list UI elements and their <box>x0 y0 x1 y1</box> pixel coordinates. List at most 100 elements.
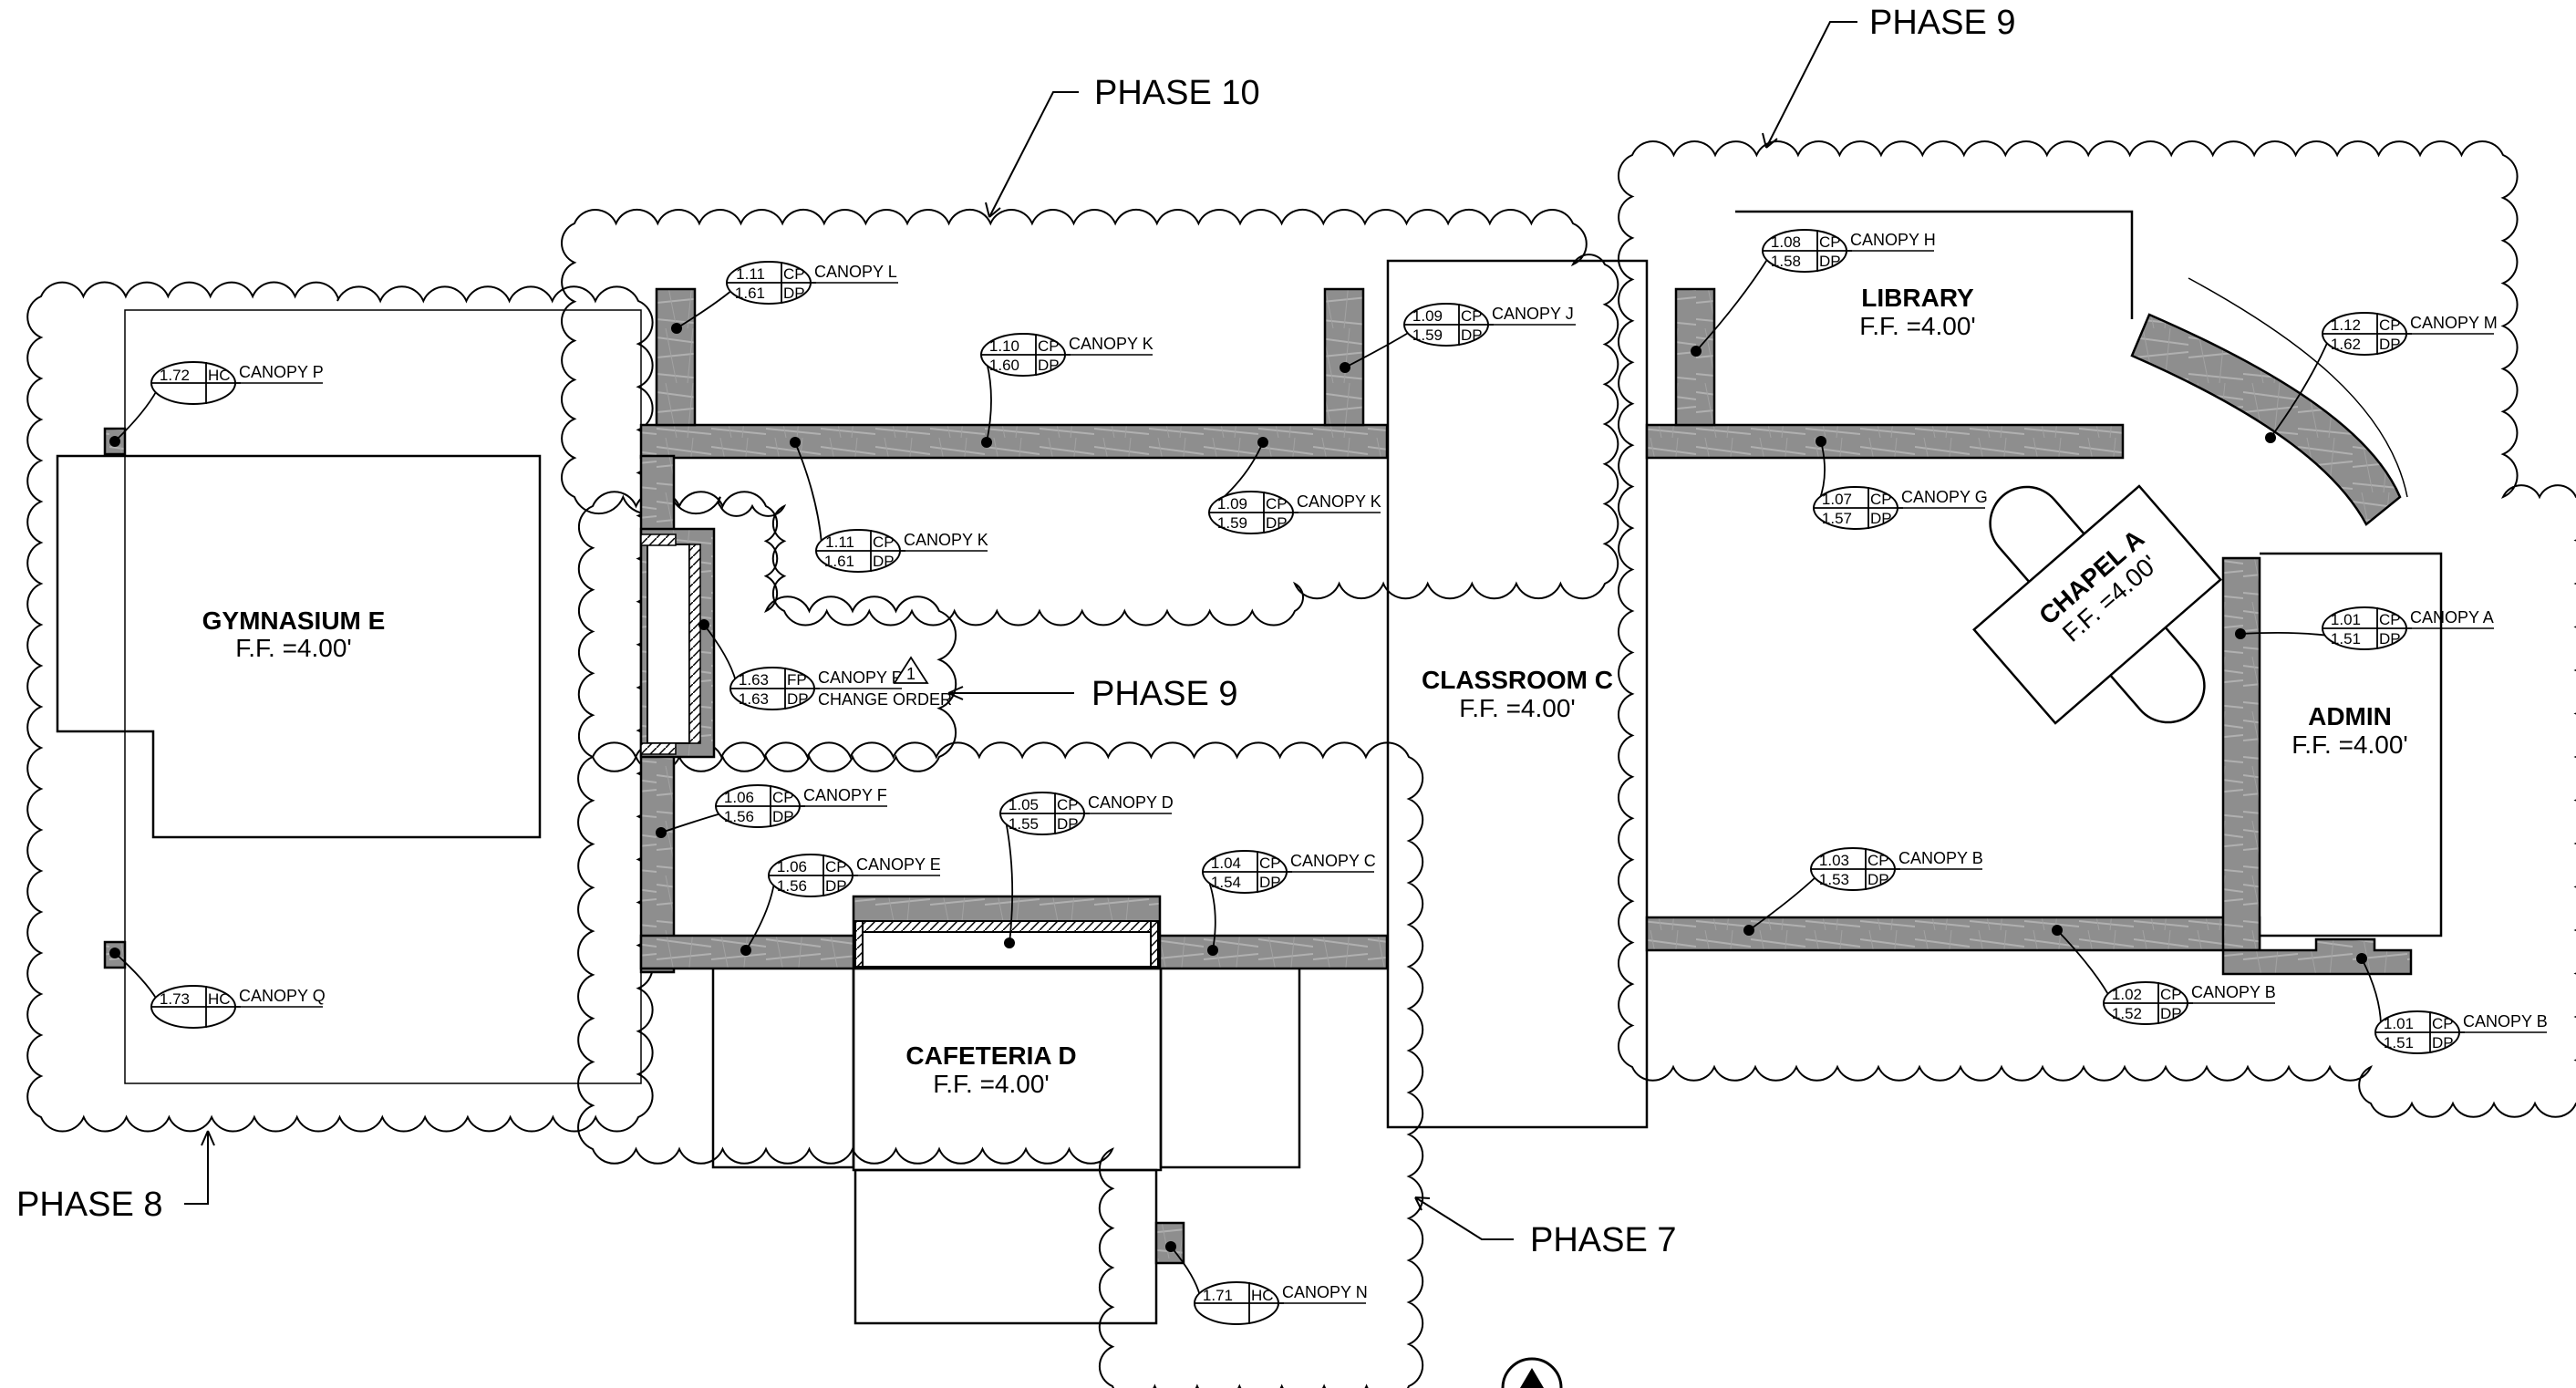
tag-canopy-name: CANOPY P <box>239 363 324 381</box>
tag-canopy-name: CANOPY L <box>814 263 897 281</box>
tag-canopy-name: CANOPY K <box>1069 335 1154 353</box>
tag-leader-dot <box>2235 628 2246 639</box>
tag-bottom-value: 1.56 <box>724 808 754 825</box>
tag-note: CHANGE ORDER <box>818 690 952 709</box>
tag-leader <box>794 441 822 544</box>
tag-top-code: CP <box>1057 796 1079 813</box>
tag-top-code: CP <box>1870 491 1892 508</box>
revision-triangle <box>893 656 929 684</box>
tag-bottom-code: DP <box>1867 871 1889 888</box>
phase-cloud-2 <box>1617 140 2576 1118</box>
phase-8-label: PHASE 8 <box>16 1186 163 1224</box>
tag-canopy-name: CANOPY B <box>1898 849 1983 867</box>
tag-canopy-name: CANOPY F <box>803 786 887 804</box>
cafeteria-ff: F.F. =4.00' <box>933 1070 1050 1098</box>
tag-bottom-value: 1.61 <box>824 553 854 570</box>
phase-7-leader <box>1414 1196 1514 1240</box>
tag-bottom-value: 1.59 <box>1217 514 1247 532</box>
phase-cloud-1 <box>560 208 1619 627</box>
tag-bottom-code: DP <box>1819 253 1841 270</box>
cafeteria-wing-right <box>1159 965 1301 1169</box>
tag-bottom-code: DP <box>1461 326 1483 344</box>
walkway-east-north <box>1645 423 2125 460</box>
tag-top-value: 1.12 <box>2331 316 2361 334</box>
tag-top-value: 1.04 <box>1211 855 1241 872</box>
tag-bottom-code: DP <box>825 877 847 895</box>
phase-9-mid-label: PHASE 9 <box>1091 675 1238 713</box>
tag-top-value: 1.01 <box>2384 1015 2414 1032</box>
tag-canopy-name: CANOPY K <box>1297 492 1381 511</box>
tag-canopy-name: CANOPY H <box>1850 231 1936 249</box>
tag-leader-dot <box>671 323 682 334</box>
tag-canopy-name: CANOPY Q <box>239 987 326 1005</box>
tag-top-value: 1.11 <box>736 265 765 283</box>
tag-bottom-value: 1.51 <box>2384 1034 2414 1051</box>
library-ff: F.F. =4.00' <box>1859 312 1976 340</box>
tag-top-value: 1.10 <box>989 337 1019 355</box>
tag-canopy-name: CANOPY R <box>818 668 904 687</box>
tag-top-value: 1.02 <box>2112 986 2142 1003</box>
tag-leader-dot <box>2052 925 2063 936</box>
classroom-name: CLASSROOM C <box>1422 666 1613 694</box>
canopy-m-centerline <box>2188 277 2408 498</box>
tag-top-code: CP <box>825 858 847 875</box>
phase-labels <box>184 21 1857 1240</box>
walkway-admin <box>2221 556 2261 952</box>
tag-top-value: 1.73 <box>160 990 190 1008</box>
tag-top-value: 1.06 <box>777 858 807 875</box>
tag-bottom-code: DP <box>873 553 895 570</box>
tag-leader <box>2361 958 2382 1026</box>
phase-9-top-leader <box>1765 21 1857 149</box>
tag-leader <box>1344 331 1411 368</box>
building-outlines <box>56 210 2443 1325</box>
tag-leader <box>2270 340 2329 439</box>
walkway-library-post <box>1674 287 1716 427</box>
north-arrow-fragment <box>1501 1357 1563 1388</box>
tag-leader-dot <box>790 437 801 448</box>
tag-top-value: 1.09 <box>1412 307 1443 325</box>
tag-bottom-value: 1.62 <box>2331 336 2361 353</box>
tag-top-code: FP <box>787 671 807 689</box>
tag-top-code: HC <box>208 367 231 384</box>
tag-canopy-name: CANOPY K <box>904 531 988 549</box>
tag-leader <box>1170 1246 1201 1297</box>
tag-canopy-name: CANOPY J <box>1492 305 1574 323</box>
tag-bottom-code: DP <box>783 285 805 302</box>
cafeteria-annex <box>853 1168 1158 1325</box>
tag-top-value: 1.63 <box>739 671 769 689</box>
tag-canopy-name: CANOPY B <box>2463 1012 2548 1031</box>
tag-top-code: CP <box>2379 316 2401 334</box>
tag-leader-dot <box>698 619 709 630</box>
classroom-outline <box>1386 259 1649 1129</box>
admin-outline <box>2260 552 2443 937</box>
classroom-ff: F.F. =4.00' <box>1459 694 1576 722</box>
tag-top-value: 1.11 <box>825 533 854 551</box>
tag-top-value: 1.06 <box>724 789 754 806</box>
tag-canopy-name: CANOPY G <box>1901 488 1988 506</box>
phase-10-label: PHASE 10 <box>1094 74 1260 112</box>
tag-top-code: CP <box>2379 611 2401 628</box>
gymnasium-name: GYMNASIUM E <box>202 606 386 635</box>
tag-leader <box>2056 929 2110 997</box>
admin-ff: F.F. =4.00' <box>2292 730 2408 759</box>
tag-top-code: CP <box>783 265 805 283</box>
tag-canopy-name: CANOPY A <box>2410 608 2494 627</box>
tag-leader-dot <box>1207 945 1218 956</box>
tag-top-code: CP <box>1038 337 1060 355</box>
tag-top-value: 1.01 <box>2331 611 2361 628</box>
tag-bottom-code: DP <box>2432 1034 2454 1051</box>
walkway-admin-south <box>2221 937 2413 976</box>
tag-bottom-value: 1.58 <box>1771 253 1801 270</box>
tag-leader-dot <box>1165 1241 1176 1252</box>
tag-leader <box>986 361 992 443</box>
tag-top-code: CP <box>772 789 794 806</box>
tag-leader <box>660 813 722 834</box>
